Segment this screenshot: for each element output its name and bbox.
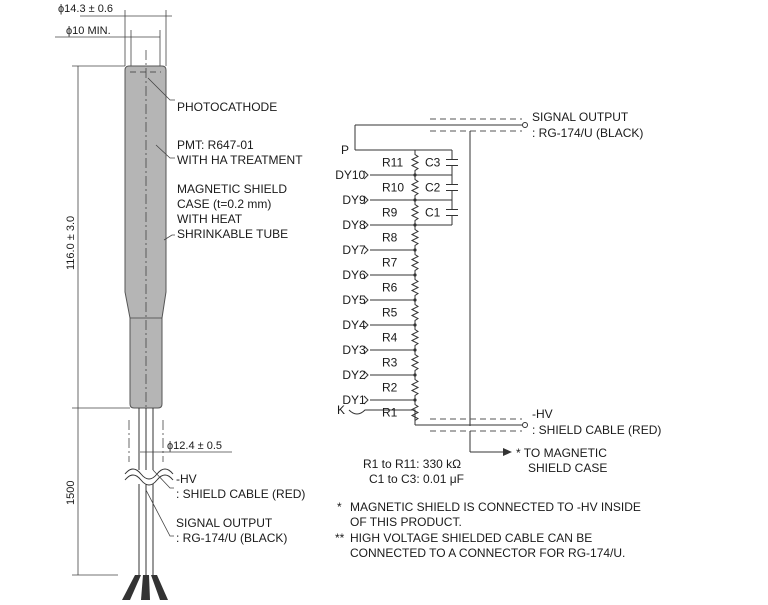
dynode-label-dy2: DY2 [342, 368, 366, 382]
dynode-tap-dy4 [363, 320, 369, 330]
resistor-r6 [410, 275, 420, 300]
cable-end-left [122, 575, 141, 600]
resistor-r4 [410, 325, 420, 350]
resistor-label-r2: R2 [382, 381, 398, 395]
resistor-label-r10: R10 [382, 181, 404, 195]
signal-cable-label-line2: : RG-174/U (BLACK) [176, 531, 287, 545]
resistor-label-r9: R9 [382, 206, 398, 220]
resistor-label-r6: R6 [382, 281, 398, 295]
dynode-tap-dy6 [363, 270, 369, 280]
hv-cable-label-line1: -HV [176, 472, 197, 486]
dynode-tap-dy7 [363, 245, 369, 255]
circuit-signal-label-line1: SIGNAL OUTPUT [532, 110, 629, 124]
capacitor-spec: C1 to C3: 0.01 μF [369, 472, 464, 486]
anode-label: P [341, 143, 349, 157]
resistor-label-r1: R1 [382, 406, 398, 420]
resistor-label-r4: R4 [382, 331, 398, 345]
dynode-tap-dy1 [363, 395, 369, 405]
hv-cable-label-line2: : SHIELD CABLE (RED) [176, 487, 305, 501]
note1-line1: MAGNETIC SHIELD IS CONNECTED TO -HV INSI… [350, 500, 641, 514]
shield-label-line2: CASE (t=0.2 mm) [177, 197, 271, 211]
dynode-label-dy9: DY9 [342, 193, 366, 207]
note2-line2: CONNECTED TO A CONNECTOR FOR RG-174/U. [350, 546, 625, 560]
cable-end-right [151, 575, 168, 600]
signal-cable-label-line1: SIGNAL OUTPUT [176, 516, 273, 530]
resistor-spec: R1 to R11: 330 kΩ [363, 457, 461, 471]
resistor-label-r8: R8 [382, 231, 398, 245]
cable-end-center [141, 575, 150, 600]
cap-label-c3: C3 [425, 156, 441, 170]
shield-label-line1: MAGNETIC SHIELD [177, 182, 287, 196]
dynode-label-dy8: DY8 [342, 218, 366, 232]
length-label: 116.0 ± 3.0 [65, 216, 77, 270]
resistor-r7 [410, 250, 420, 275]
dynode-tap-dy9 [363, 195, 369, 205]
note2-mark: ** [335, 531, 345, 545]
dynode-tap-dy3 [363, 345, 369, 355]
dynode-label-dy1: DY1 [342, 393, 366, 407]
cable-break-mark-top [124, 468, 174, 480]
shield-case-arrow-head [503, 448, 512, 456]
notes: * MAGNETIC SHIELD IS CONNECTED TO -HV IN… [335, 500, 641, 560]
dynode-tap-dy2 [363, 370, 369, 380]
to-shield-label-line2: SHIELD CASE [528, 461, 607, 475]
resistor-r5 [410, 300, 420, 325]
cable-break-mark-bottom [124, 474, 174, 486]
photocathode-label: PHOTOCATHODE [177, 100, 277, 114]
dynode-tap-dy8 [363, 220, 369, 230]
resistor-r11 [410, 150, 420, 175]
resistor-r3 [410, 350, 420, 375]
voltage-divider-schematic: SIGNAL OUTPUT : RG-174/U (BLACK) P -HV :… [335, 110, 661, 486]
note1-mark: * [337, 500, 342, 514]
resistor-r9 [410, 200, 420, 225]
hv-cable-leader [152, 469, 174, 489]
resistor-r2 [410, 375, 420, 400]
resistor-label-r7: R7 [382, 256, 398, 270]
dynode-tap-dy10 [363, 170, 369, 180]
dynode-label-dy4: DY4 [342, 318, 366, 332]
resistor-label-r11: R11 [382, 156, 403, 170]
pmt-leader [155, 144, 175, 159]
to-shield-label-line1: * TO MAGNETIC [516, 446, 607, 460]
resistor-r1 [410, 400, 420, 425]
pmt-body [124, 65, 167, 409]
cap-label-c1: C1 [425, 206, 441, 220]
inner-diameter-label: ϕ10 MIN. [66, 25, 111, 37]
hv-terminal [522, 422, 528, 428]
resistor-label-r5: R5 [382, 306, 398, 320]
resistor-r10 [410, 175, 420, 200]
pmt-label-line2: WITH HA TREATMENT [177, 153, 303, 167]
dynode-label-dy3: DY3 [342, 343, 366, 357]
signal-terminal [522, 122, 528, 128]
dynode-label-dy5: DY5 [342, 293, 366, 307]
note2-line1: HIGH VOLTAGE SHIELDED CABLE CAN BE [350, 531, 592, 545]
shield-label-line3: WITH HEAT [177, 212, 243, 226]
resistor-r8 [410, 225, 420, 250]
dynode-label-dy7: DY7 [342, 243, 366, 257]
cathode-lead [348, 409, 416, 425]
cable-diameter-label: ϕ12.4 ± 0.5 [167, 440, 222, 452]
mechanical-drawing: ϕ14.3 ± 0.6 ϕ10 MIN. 116.0 ± 3.0 [55, 3, 305, 600]
cap-label-c2: C2 [425, 181, 441, 195]
resistor-label-r3: R3 [382, 356, 398, 370]
circuit-hv-label-line2: : SHIELD CABLE (RED) [532, 423, 661, 437]
dynode-label-dy10: DY10 [335, 168, 365, 182]
circuit-hv-label-line1: -HV [532, 407, 553, 421]
circuit-signal-label-line2: : RG-174/U (BLACK) [532, 126, 643, 140]
dynode-tap-dy5 [363, 295, 369, 305]
note1-line2: OF THIS PRODUCT. [350, 515, 462, 529]
pmt-label-line1: PMT: R647-01 [177, 138, 254, 152]
signal-cable-leader [145, 489, 174, 537]
cable-length-label: 1500 [65, 481, 77, 505]
shield-label-line4: SHRINKABLE TUBE [177, 227, 288, 241]
divider-chain: R11DY10R10DY9R9DY8R8DY7R7DY6R6DY5R5DY4R4… [335, 149, 458, 425]
photocathode-leader [147, 77, 175, 101]
dynode-label-dy6: DY6 [342, 268, 366, 282]
cathode-label: K [337, 403, 345, 417]
outer-diameter-label: ϕ14.3 ± 0.6 [58, 3, 113, 15]
cable-bundle [122, 408, 174, 600]
shield-leader [163, 234, 175, 241]
